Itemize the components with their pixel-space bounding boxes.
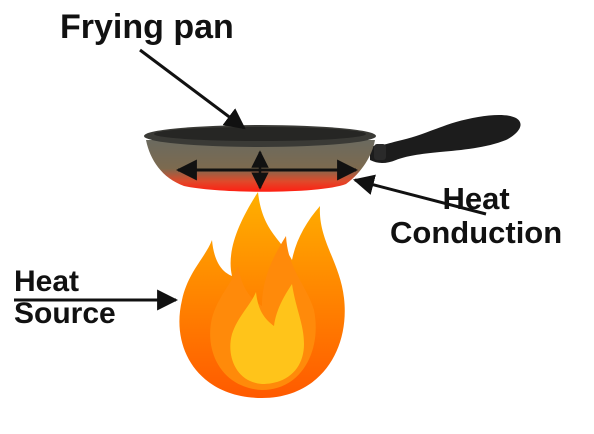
heat-conduction-label-line2: Conduction <box>390 215 563 251</box>
heat-conduction-label: Heat Conduction <box>390 181 563 251</box>
pan-handle-joint <box>374 144 386 160</box>
conduction-arrows <box>175 150 359 190</box>
pan-surface <box>154 127 366 141</box>
pan-handle <box>370 115 521 163</box>
frying-pan-pointer-arrow <box>139 48 246 130</box>
heat-conduction-label-line1: Heat <box>442 181 510 216</box>
flame-inner <box>230 284 304 384</box>
heat-conduction-pointer-arrow <box>352 174 487 216</box>
heat-source-label-line2: Source <box>14 296 116 330</box>
frying-pan-label: Frying pan <box>60 8 234 46</box>
flame-icon <box>179 192 345 398</box>
heat-source-label: Heat Source <box>14 266 116 329</box>
heat-source-label-line1: Heat <box>14 265 80 298</box>
